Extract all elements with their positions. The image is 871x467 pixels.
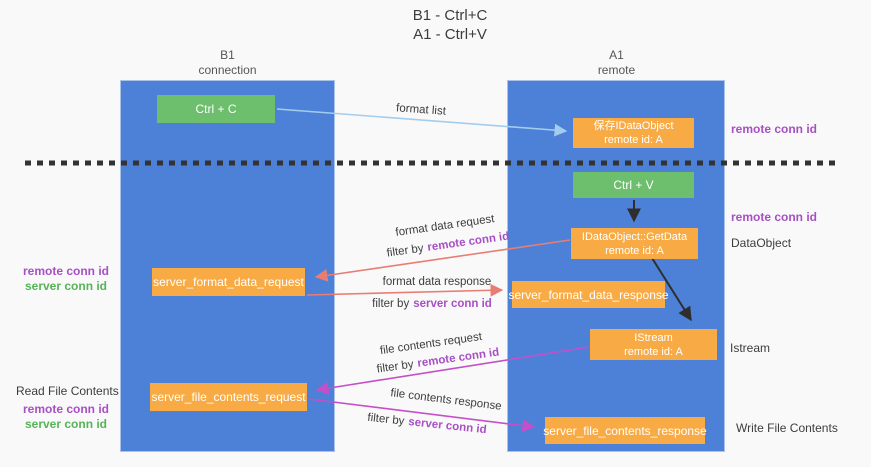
server-conn-id-annotation-left2: server conn id <box>24 417 108 431</box>
save-dataobject-box: 保存IDataObject remote id: A <box>573 118 694 148</box>
remote-conn-id-annotation-mid: remote conn id <box>731 210 818 224</box>
lifeline-b1-name: B1 <box>220 48 235 62</box>
server-file-contents-request-label: server_file_contents_request <box>151 390 306 404</box>
ctrl-v-label: Ctrl + V <box>613 178 654 192</box>
file-request-annotations: Read File Contents remote conn id server… <box>16 384 119 432</box>
file-contents-response-label: file contents response <box>389 387 503 413</box>
lifeline-a1-name: A1 <box>609 48 624 62</box>
filter-key-server-conn-id: server conn id <box>413 298 492 310</box>
remote-conn-id-annotation-top: remote conn id <box>731 122 818 136</box>
getdata-box: IDataObject::GetData remote id: A <box>571 228 698 259</box>
ctrl-c-label: Ctrl + C <box>195 102 237 116</box>
title-line-2: A1 - Ctrl+V <box>413 26 487 43</box>
ctrl-v-box: Ctrl + V <box>573 172 694 198</box>
format-list-label: format list <box>395 102 447 118</box>
server-format-data-response-label: server_format_data_response <box>508 287 669 302</box>
format-data-response-label: format data response <box>382 276 492 288</box>
title-line-1: B1 - Ctrl+C <box>412 7 488 24</box>
lifeline-b1-role: connection <box>198 63 257 77</box>
write-file-contents-annotation: Write File Contents <box>736 421 838 435</box>
ctrl-c-box: Ctrl + C <box>157 95 275 123</box>
diagram-title: B1 - Ctrl+C A1 - Ctrl+V <box>350 6 550 44</box>
arrow-format-data-response <box>306 283 504 297</box>
lifeline-header-a1: A1 remote <box>549 48 684 78</box>
filter-prefix: filter by <box>386 242 425 260</box>
save-dataobject-line2: remote id: A <box>604 134 663 146</box>
save-dataobject-line1: 保存IDataObject <box>593 120 674 132</box>
format-request-conn-ids: remote conn id server conn id <box>16 264 116 294</box>
filter-prefix: filter by <box>372 298 410 310</box>
lifeline-a1-role: remote <box>597 63 636 77</box>
filter-key-server-conn-id: server conn id <box>407 416 488 437</box>
filter-prefix: filter by <box>366 411 405 428</box>
getdata-line1: IDataObject::GetData <box>581 230 688 243</box>
server-format-data-request-box: server_format_data_request <box>152 268 305 296</box>
lifeline-header-b1: B1 connection <box>160 48 295 78</box>
istream-line2: remote id: A <box>624 345 683 358</box>
istream-line1: IStream <box>634 331 673 344</box>
filter-prefix: filter by <box>376 358 415 376</box>
remote-conn-id-annotation-left: remote conn id <box>22 264 109 278</box>
remote-conn-id-annotation-left2: remote conn id <box>22 402 109 416</box>
istream-annotation: Istream <box>730 341 771 355</box>
server-format-data-request-label: server_format_data_request <box>153 275 304 289</box>
read-file-contents-annotation: Read File Contents <box>16 384 119 398</box>
server-file-contents-response-label: server_file_contents_response <box>543 423 707 438</box>
dataobject-annotation: DataObject <box>731 236 792 250</box>
server-file-contents-request-box: server_file_contents_request <box>150 383 307 411</box>
server-conn-id-annotation-left: server conn id <box>24 279 108 293</box>
server-format-data-response-box: server_format_data_response <box>508 281 669 308</box>
istream-box: IStream remote id: A <box>590 329 717 360</box>
filter-key-remote-conn-id: remote conn id <box>426 230 510 254</box>
getdata-line2: remote id: A <box>605 244 664 257</box>
server-file-contents-response-box: server_file_contents_response <box>543 417 707 444</box>
